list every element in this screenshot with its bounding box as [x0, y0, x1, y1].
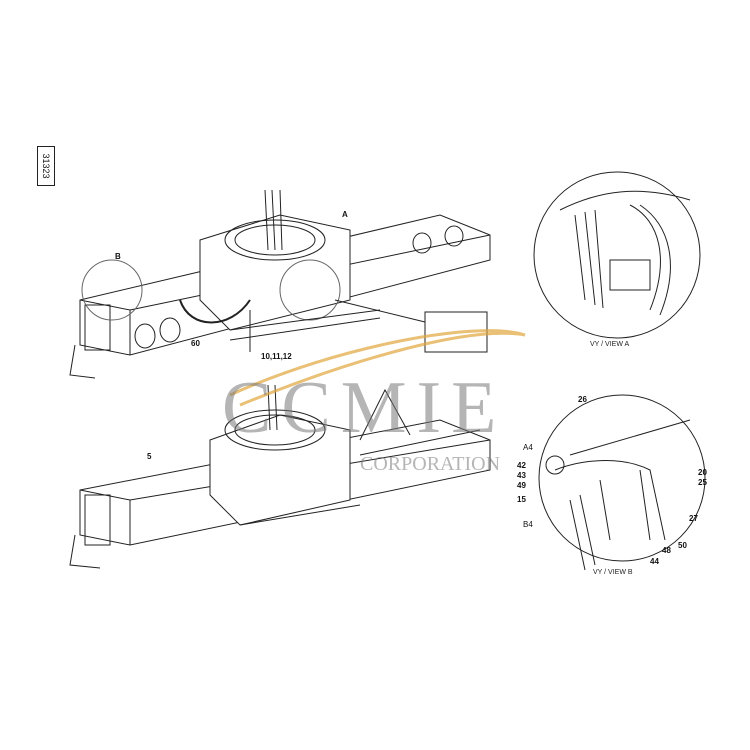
view-a-detail: [533, 171, 701, 339]
top-frame-assembly: [69, 189, 491, 379]
callout-42: 42: [517, 461, 526, 470]
callout-49: 49: [517, 481, 526, 490]
callout-a: A: [342, 210, 348, 219]
callout-50: 50: [678, 541, 687, 550]
callout-b4: B4: [523, 520, 533, 529]
callout-a4: A4: [523, 443, 533, 452]
callout-60: 60: [191, 339, 200, 348]
callout-43: 43: [517, 471, 526, 480]
callout-25: 25: [698, 478, 707, 487]
view-a-caption: VY / VIEW A: [590, 341, 630, 348]
callout-26: 26: [578, 395, 587, 404]
callout-27: 27: [689, 514, 698, 523]
bottom-frame-assembly: [69, 384, 491, 569]
document-number-box: 31323: [37, 146, 55, 186]
callout-48: 48: [662, 546, 671, 555]
callout-10-11-12: 10,11,12: [261, 352, 292, 361]
watermark-swoosh: [229, 329, 526, 407]
view-b-caption: VY / VIEW B: [593, 569, 633, 576]
callout-b: B: [115, 252, 121, 261]
callout-15: 15: [517, 495, 526, 504]
view-b-detail: [538, 394, 706, 571]
callout-5: 5: [147, 452, 152, 461]
watermark-subtitle: CORPORATION: [360, 453, 501, 475]
watermark-brand: CCMIE: [222, 367, 507, 449]
callout-44: 44: [650, 557, 659, 566]
callout-20: 20: [698, 468, 707, 477]
